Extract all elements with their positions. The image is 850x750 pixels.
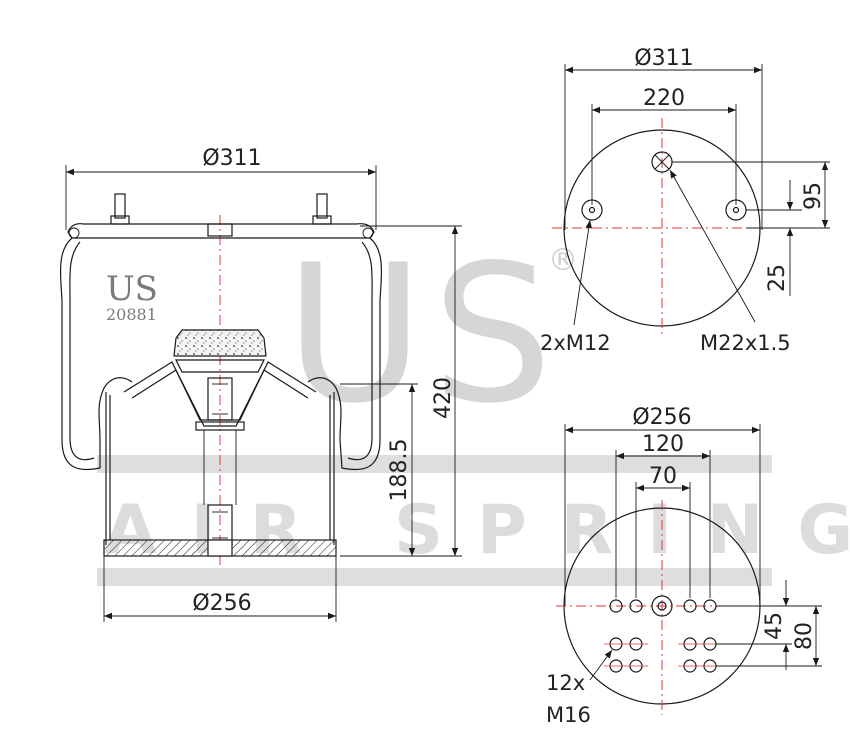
- callout-studs: 2xM12: [540, 331, 611, 355]
- bottom-hole: [609, 599, 623, 613]
- base-plate-hole: [207, 539, 233, 557]
- part-number: 20881: [106, 305, 157, 324]
- leader-threads: [589, 649, 613, 681]
- bellows-right-inner: [347, 241, 373, 461]
- dim-bottom-diameter: Ø256: [192, 591, 251, 616]
- air-fitting-boss: [207, 223, 233, 237]
- watermark-bar-top: [97, 455, 772, 473]
- watermark-brand: US: [285, 224, 561, 445]
- center-bolt-upper: [207, 377, 233, 421]
- watermark-tagline: AIR SPRING: [104, 491, 850, 570]
- callout-air-fitting: M22x1.5: [700, 331, 791, 355]
- bumper-pad: [173, 329, 267, 357]
- leader-air-fitting: [669, 169, 756, 323]
- dim-stud-spacing: 220: [643, 86, 685, 111]
- dim-bottom-plate-diameter: Ø256: [632, 405, 691, 430]
- piston-walls-inner: [109, 395, 331, 540]
- bottom-center-hole: [651, 595, 673, 617]
- callout-thread-count: 12x: [546, 671, 585, 695]
- piston-walls: [105, 392, 335, 545]
- bead-crimp-right: [362, 227, 374, 239]
- bellows-right-outer: [307, 237, 383, 471]
- bottom-hole: [629, 599, 643, 613]
- top-bead-plate: [67, 223, 375, 239]
- product-logo: US: [106, 269, 158, 309]
- watermark-registered-mark: ®: [548, 243, 578, 278]
- dim-spacing-70: 70: [649, 464, 677, 489]
- bottom-hole: [683, 599, 697, 613]
- dim-top-plate-diameter: Ø311: [634, 46, 693, 71]
- dim-offset-25: 25: [765, 264, 790, 292]
- leader-studs: [573, 219, 592, 326]
- dim-offset-95: 95: [801, 182, 826, 210]
- bellows-left-outer: [59, 237, 133, 471]
- dim-offset-80: 80: [792, 622, 817, 650]
- watermark: US ® AIR SPRING: [97, 224, 850, 586]
- side-view: US 20881 Ø311 420 188.5 Ø256: [59, 146, 462, 622]
- bellows-left-inner: [69, 241, 95, 461]
- dim-top-diameter: Ø311: [202, 146, 261, 171]
- watermark-bar-bottom: [97, 568, 772, 586]
- bottom-plate-view: Ø256 120 70 45 80 12x M16: [546, 405, 822, 727]
- piston-collar: [195, 421, 245, 431]
- top-plate-view: Ø311 220 95 25 2xM12 M22x1.5: [540, 46, 830, 355]
- piston-cone-inner: [131, 369, 309, 427]
- stud-left: [110, 193, 130, 225]
- dim-height: 420: [431, 377, 456, 419]
- bumper-base: [175, 359, 265, 373]
- dim-spacing-120: 120: [642, 432, 684, 457]
- dim-offset-45: 45: [762, 612, 787, 640]
- stud-right: [312, 193, 332, 225]
- dim-piston-height: 188.5: [387, 439, 412, 502]
- bead-crimp-left: [68, 227, 80, 239]
- callout-thread-size: M16: [546, 703, 591, 727]
